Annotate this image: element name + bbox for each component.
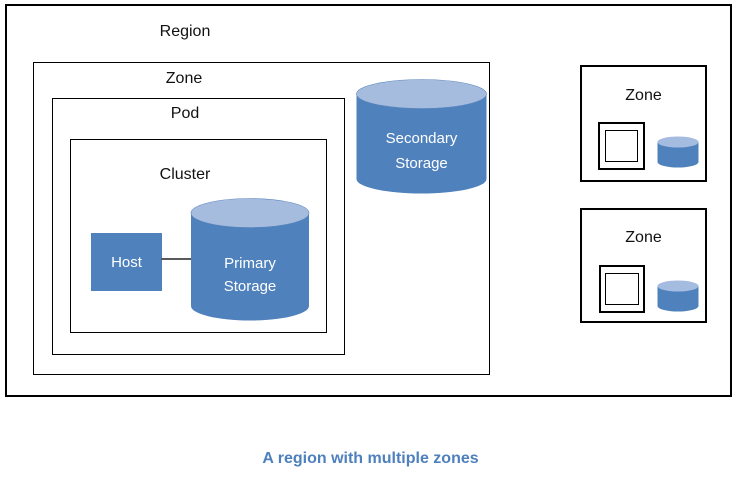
zone-right-top-inner-square xyxy=(605,130,638,162)
diagram-caption: A region with multiple zones xyxy=(262,450,479,467)
secondary-storage-cylinder-icon xyxy=(356,79,487,194)
cluster-label: Cluster xyxy=(159,166,211,183)
zone-right-bottom-label: Zone xyxy=(625,229,662,246)
zone-label: Zone xyxy=(165,70,203,87)
zone-right-bottom-box xyxy=(580,208,707,323)
zone-right-bottom-inner-square xyxy=(605,273,639,305)
zone-right-bottom-cylinder-icon xyxy=(657,280,699,312)
host-box: Host xyxy=(91,233,162,291)
zone-right-top-label: Zone xyxy=(625,87,662,104)
zone-right-top-outer-square xyxy=(598,122,645,170)
primary-storage-cylinder-icon xyxy=(190,198,310,321)
zone-box xyxy=(33,62,490,375)
region-box xyxy=(5,4,732,397)
zone-right-bottom-outer-square xyxy=(599,265,645,313)
secondary-storage-label-line1: Secondary xyxy=(385,130,458,147)
primary-storage-label-line1: Primary xyxy=(224,255,276,272)
zone-right-top-box xyxy=(580,65,707,182)
pod-label: Pod xyxy=(170,105,200,122)
primary-storage-label-line2: Storage xyxy=(223,278,277,295)
primary-storage-label: Primary Storage xyxy=(190,252,310,298)
secondary-storage-label-line2: Storage xyxy=(395,155,448,172)
region-label: Region xyxy=(159,23,211,40)
secondary-storage-label: Secondary Storage xyxy=(356,126,487,176)
host-storage-connector-line xyxy=(161,258,192,260)
pod-box xyxy=(52,98,345,355)
host-label: Host xyxy=(111,253,142,271)
cluster-box xyxy=(70,139,327,333)
zone-right-top-cylinder-icon xyxy=(657,136,699,168)
